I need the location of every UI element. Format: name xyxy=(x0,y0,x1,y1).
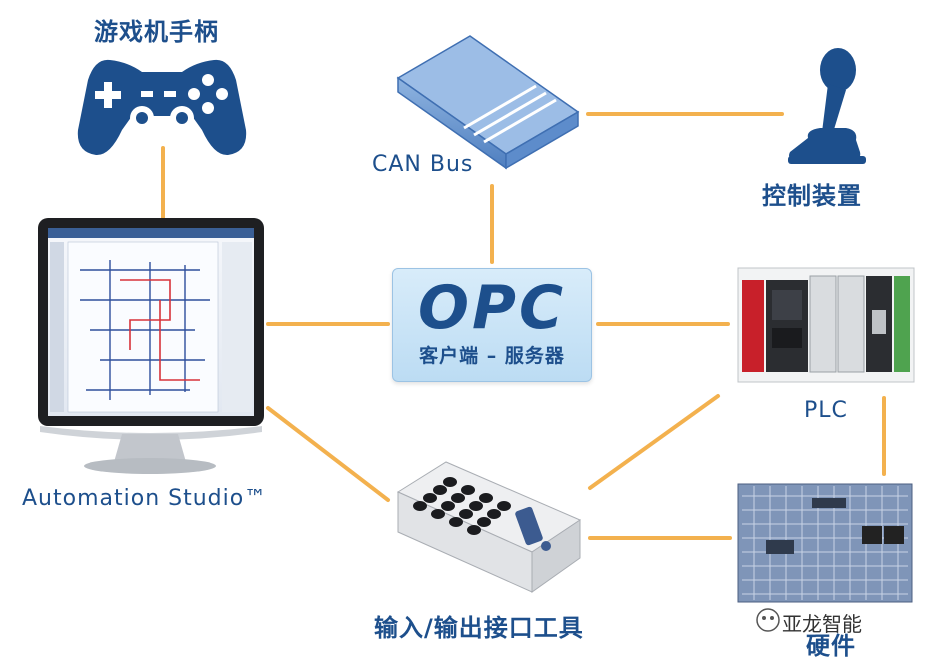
label-io-tool: 输入/输出接口工具 xyxy=(374,614,584,642)
joystick-icon xyxy=(788,48,866,164)
label-automation-studio: Automation Studio™ xyxy=(22,486,268,511)
connector-lines xyxy=(161,112,886,540)
opc-center-box: OPC 客户端 – 服务器 xyxy=(392,268,592,382)
watermark-text: 亚龙智能 xyxy=(782,612,862,636)
label-hardware: 硬件 xyxy=(806,632,856,660)
line-monitor-io xyxy=(266,406,390,502)
label-plc: PLC xyxy=(804,398,848,423)
label-control-device: 控制装置 xyxy=(762,182,862,210)
opc-subtitle: 客户端 – 服务器 xyxy=(419,345,565,367)
hardware-board-icon xyxy=(737,483,913,603)
gamepad-icon xyxy=(77,59,247,156)
monitor-icon xyxy=(38,218,264,474)
label-can-bus: CAN Bus xyxy=(372,152,474,177)
plc-icon xyxy=(737,267,915,383)
io-interface-tool-icon xyxy=(396,461,582,593)
can-bus-device-icon xyxy=(396,35,580,170)
opc-title: OPC xyxy=(417,273,566,343)
line-io-plc xyxy=(588,394,720,490)
label-gamepad: 游戏机手柄 xyxy=(94,18,219,46)
watermark-logo-icon xyxy=(756,608,780,632)
